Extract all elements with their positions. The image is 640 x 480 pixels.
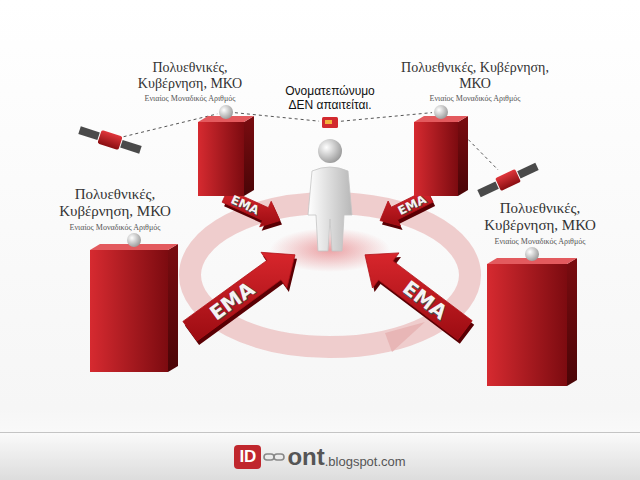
person-node: Ονοματεπώνυμο ΔΕΝ απαιτείται. <box>280 84 380 255</box>
pillar-art <box>400 104 550 196</box>
pillar-node: Πολυεθνικές, Κυβέρνηση, ΜΚΟ Ενιαίος Μοναδ… <box>465 200 615 386</box>
node-art <box>465 246 615 386</box>
pillar-sphere <box>525 247 539 261</box>
arrow-body <box>365 253 472 340</box>
satellite <box>476 160 540 200</box>
node-art <box>40 232 190 372</box>
node-text: Πολυεθνικές, Κυβέρνηση, ΜΚΟ Ενιαίος Μοναδ… <box>40 186 190 232</box>
pillar-side <box>458 116 468 196</box>
chain-icon <box>263 451 285 463</box>
pillar-front <box>414 122 458 196</box>
pillar-heading: Πολυεθνικές, Κυβέρνηση, ΜΚΟ <box>120 60 260 92</box>
pillar-sphere <box>434 105 448 119</box>
pillar-art <box>40 232 190 372</box>
person-head <box>318 139 342 163</box>
id-card <box>322 117 338 128</box>
node-art <box>120 104 260 196</box>
logo-text: .blogspot.com <box>325 454 406 469</box>
pillar-node: Πολυεθνικές, Κυβέρνηση, ΜΚΟ Ενιαίος Μοναδ… <box>120 60 260 196</box>
pillar-heading: Πολυεθνικές, Κυβέρνηση, ΜΚΟ <box>400 60 550 92</box>
node-text: Πολυεθνικές, Κυβέρνηση, ΜΚΟ Ενιαίος Μοναδ… <box>465 200 615 246</box>
node-text: Ονοματεπώνυμο ΔΕΝ απαιτείται. <box>280 84 380 113</box>
person-label: Ονοματεπώνυμο ΔΕΝ απαιτείται. <box>280 84 380 113</box>
pillar-subtext: Ενιαίος Μοναδικός Αριθμός <box>400 94 550 104</box>
pillar-art <box>120 104 260 196</box>
pillar-sphere <box>219 105 233 119</box>
id-card-chip <box>325 120 332 124</box>
pillar-front <box>198 122 244 196</box>
pillar-front <box>487 264 567 386</box>
pillar-node: Πολυεθνικές, Κυβέρνηση, ΜΚΟ Ενιαίος Μοναδ… <box>400 60 550 196</box>
logo-text: ont <box>287 443 324 471</box>
node-art <box>280 113 380 255</box>
pillar-side <box>567 258 577 386</box>
arrow-body <box>183 252 295 341</box>
satellite <box>77 123 142 156</box>
pillar-subtext: Ενιαίος Μοναδικός Αριθμός <box>120 94 260 104</box>
footer-bar: ID ont .blogspot.com <box>0 432 640 480</box>
arrow-connector <box>365 253 474 344</box>
arrow-connector <box>183 252 297 345</box>
pillar-sphere <box>127 233 141 247</box>
pillar-front <box>90 250 168 372</box>
pillar-heading: Πολυεθνικές, Κυβέρνηση, ΜΚΟ <box>40 186 190 221</box>
pillar-subtext: Ενιαίος Μοναδικός Αριθμός <box>465 237 615 247</box>
pillar-side <box>244 116 254 196</box>
pillar-side <box>168 244 178 372</box>
pillar-art <box>465 246 615 386</box>
person-art <box>280 113 380 255</box>
cycle-ring-head <box>385 322 425 352</box>
pillar-heading: Πολυεθνικές, Κυβέρνηση, ΜΚΟ <box>465 200 615 235</box>
node-art <box>400 104 550 196</box>
logo-text: ID <box>234 445 261 469</box>
person-body <box>308 167 352 251</box>
node-text: Πολυεθνικές, Κυβέρνηση, ΜΚΟ Ενιαίος Μοναδ… <box>400 60 550 104</box>
pillar-node: Πολυεθνικές, Κυβέρνηση, ΜΚΟ Ενιαίος Μοναδ… <box>40 186 190 372</box>
pillar-subtext: Ενιαίος Μοναδικός Αριθμός <box>40 223 190 233</box>
node-text: Πολυεθνικές, Κυβέρνηση, ΜΚΟ Ενιαίος Μοναδ… <box>120 60 260 104</box>
